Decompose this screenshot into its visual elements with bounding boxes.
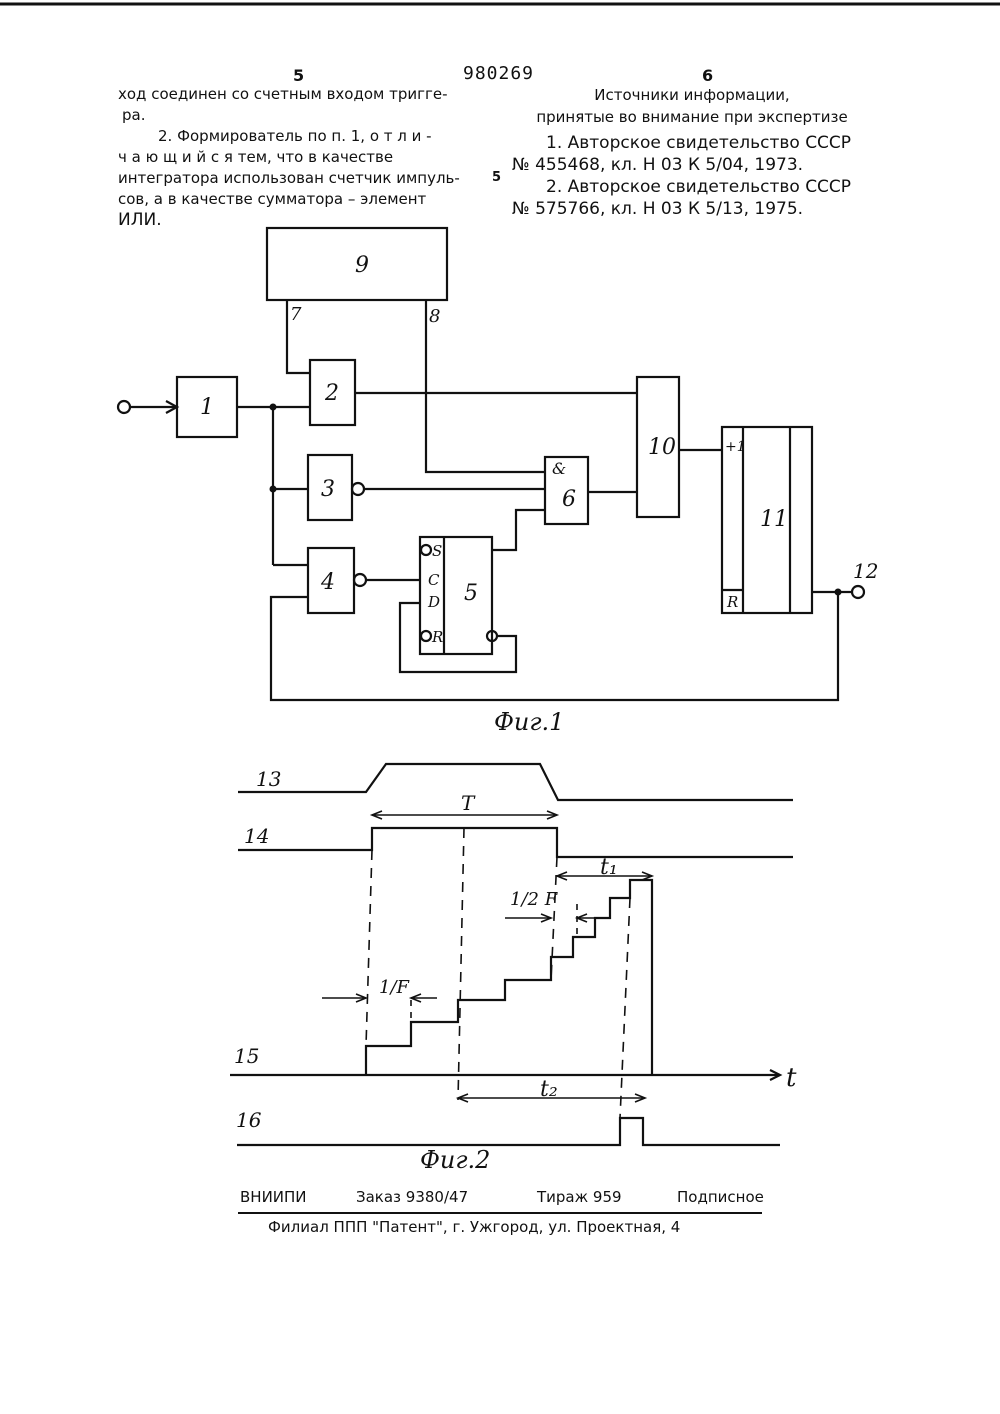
signal-13-label: 13 [256,767,281,791]
signal-15-label: 15 [234,1044,259,1068]
signal-14-label: 14 [244,824,269,848]
period-t-label: T [461,791,476,815]
footer-org: ВНИИПИ [240,1188,307,1206]
one-over-f-label: 1/F [379,977,411,998]
time-axis-label: t [786,1063,797,1093]
footer-branch: Филиал ППП "Патент", г. Ужгород, ул. Про… [268,1218,680,1236]
half-over-f-label: 1/2 F [510,889,559,910]
figure-2-caption: Фиг.2 [420,1146,490,1174]
signal-16-label: 16 [236,1108,262,1132]
footer-subscription: Подписное [677,1188,764,1206]
footer-rule [238,1212,762,1214]
t1-label: t₁ [600,855,618,880]
footer-order: Заказ 9380/47 [356,1188,468,1206]
footer-circulation: Тираж 959 [537,1188,622,1206]
t2-label: t₂ [540,1077,558,1102]
